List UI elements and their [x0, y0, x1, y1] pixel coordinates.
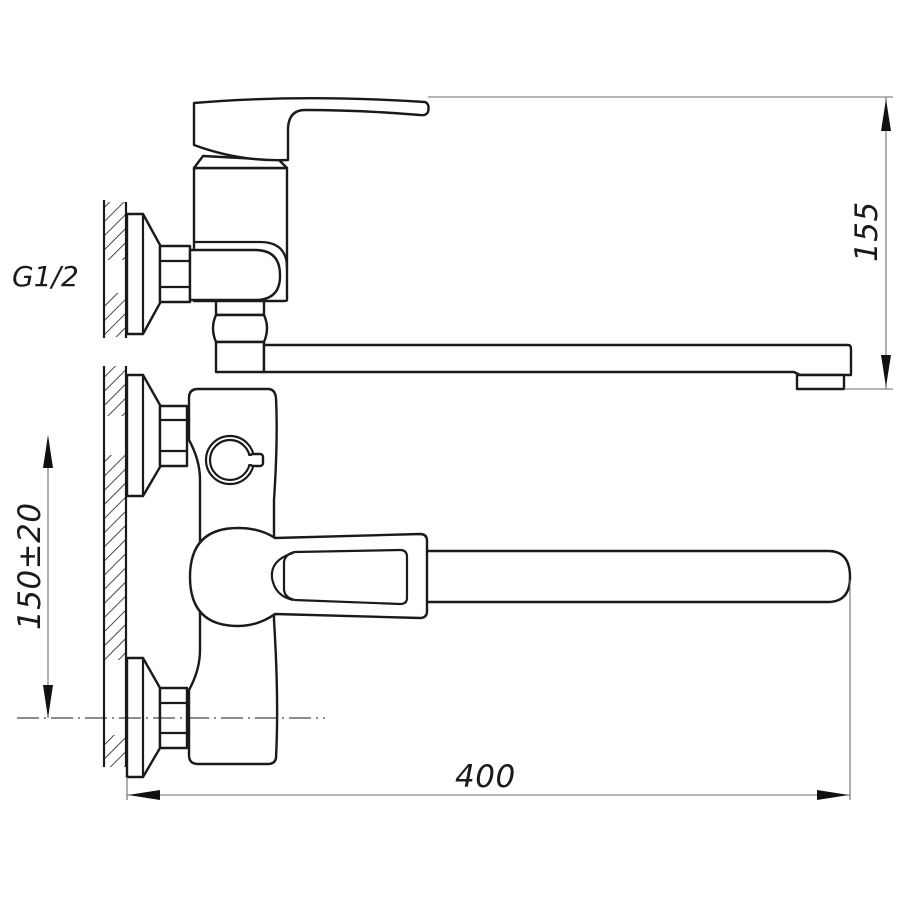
mixer-body-top [188, 166, 289, 303]
wall-section-bottom [102, 366, 128, 767]
dimension-inlet-spacing: 150±20 [12, 435, 53, 718]
inlet-upper [125, 373, 189, 498]
lever-handle-front [188, 526, 429, 628]
lever-grip-inset [282, 548, 409, 606]
spout-front [418, 549, 852, 604]
dimension-height-value: 155 [849, 201, 885, 262]
spout-swivel-joint [211, 299, 269, 374]
eccentric-nut-top [158, 244, 192, 304]
escutcheon-top [125, 212, 162, 336]
spout-top [262, 343, 853, 377]
dimension-height: 155 [428, 96, 893, 390]
dimension-reach-value: 400 [455, 759, 516, 795]
side-view: G1/2 [12, 97, 853, 391]
front-view [102, 366, 852, 779]
dimension-inlet-spacing-value: 150±20 [12, 502, 48, 630]
wall-section-top [102, 200, 128, 338]
diverter-knob [204, 434, 265, 486]
aerator [795, 373, 846, 391]
thread-size-label: G1/2 [12, 260, 79, 293]
dimension-reach: 400 [126, 580, 851, 800]
lever-handle-top [192, 97, 430, 162]
